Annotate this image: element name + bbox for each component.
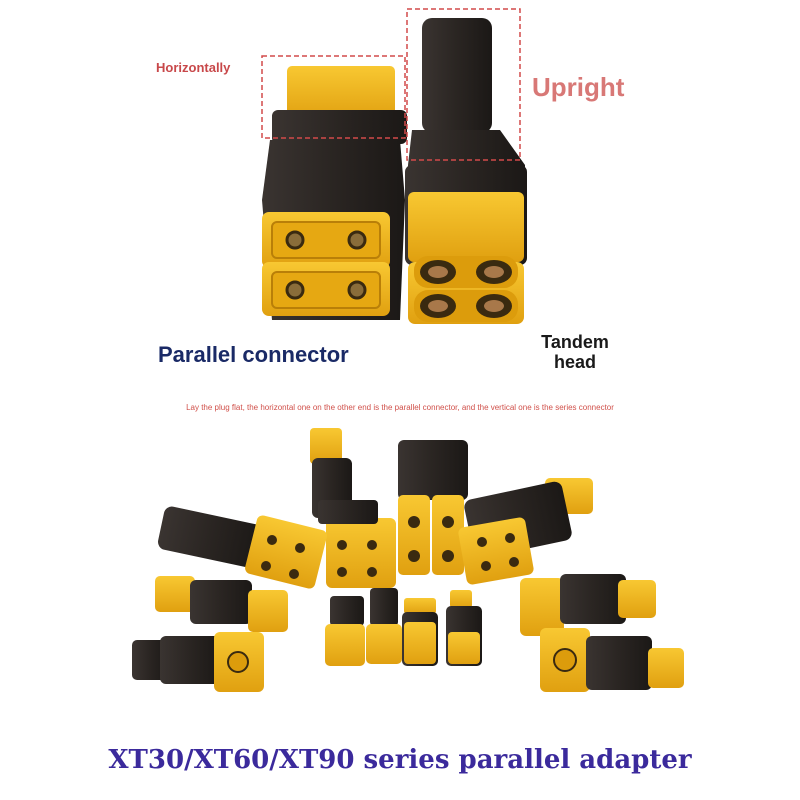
adapter-collection-photo bbox=[132, 428, 684, 692]
upright-label: Upright bbox=[532, 72, 625, 102]
instruction-caption: Lay the plug flat, the horizontal one on… bbox=[186, 403, 614, 412]
upright-highlight-box bbox=[406, 8, 521, 161]
product-title: XT30/XT60/XT90 series parallel adapter bbox=[108, 745, 692, 775]
horizontally-label: Horizontally bbox=[156, 60, 231, 75]
horizontal-highlight-box bbox=[261, 55, 406, 139]
parallel-connector-label: Parallel connector bbox=[158, 342, 349, 367]
parallel-connector-photo bbox=[262, 66, 407, 320]
tandem-head-photo bbox=[405, 18, 527, 324]
tandem-head-label: Tandem head bbox=[541, 332, 609, 372]
